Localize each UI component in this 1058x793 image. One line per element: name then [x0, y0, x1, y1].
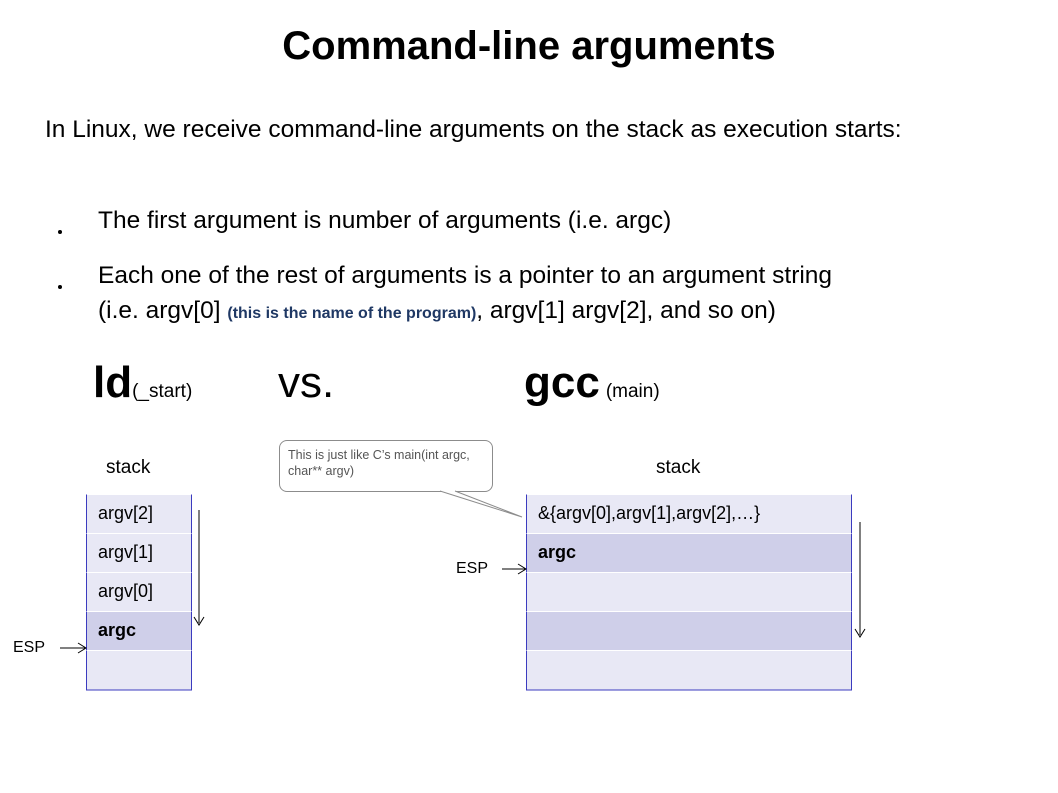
- left-stack: argv[2] argv[1] argv[0] argc: [86, 494, 192, 690]
- intro-text: In Linux, we receive command-line argume…: [45, 116, 902, 143]
- left-stack-cell-argc: argc: [86, 611, 192, 650]
- ld-label: ld: [93, 358, 133, 407]
- left-stack-cell: [86, 650, 192, 690]
- right-stack-cell: [526, 650, 852, 690]
- callout-pointer: [439, 490, 523, 518]
- right-stack-cell: [526, 572, 852, 611]
- bullet-2-line-2: (i.e. argv[0] (this is the name of the p…: [98, 293, 1018, 331]
- left-esp-arrow-right-icon: [60, 642, 87, 654]
- ld-entry-label: (_start): [132, 381, 193, 402]
- gcc-entry-label: (main): [605, 381, 660, 402]
- left-stack-label: stack: [106, 457, 151, 478]
- right-growth-arrow-down-icon: [854, 522, 866, 638]
- ld-heading: ld(_start): [93, 358, 192, 408]
- bullet-dot-1: [58, 230, 62, 234]
- bullet-2-line-1: Each one of the rest of arguments is a p…: [98, 262, 833, 289]
- right-stack: &{argv[0],argv[1],argv[2],…} argc: [526, 494, 852, 690]
- gcc-heading: gcc(main): [524, 358, 660, 408]
- bullet-2: Each one of the rest of arguments is a p…: [98, 258, 1018, 331]
- vs-label: vs.: [278, 358, 335, 407]
- right-stack-cell: [526, 611, 852, 650]
- left-stack-cell: argv[1]: [86, 533, 192, 572]
- bullet-dot-2: [58, 285, 62, 289]
- bullet-2-suffix: , argv[1] argv[2], and so on): [476, 297, 776, 324]
- left-stack-cell: argv[2]: [86, 494, 192, 533]
- right-stack-cell-argc: argc: [526, 533, 852, 572]
- bullet-2-prefix: (i.e. argv[0]: [98, 297, 228, 324]
- right-esp-label: ESP: [456, 560, 489, 577]
- right-esp-arrow-right-icon: [502, 563, 527, 575]
- left-esp-label: ESP: [13, 639, 46, 656]
- program-name-note: (this is the name of the program): [227, 305, 477, 322]
- slide-title: Command-line arguments: [282, 24, 776, 68]
- right-stack-label: stack: [656, 457, 701, 478]
- right-stack-cell-argv-pointer: &{argv[0],argv[1],argv[2],…}: [526, 494, 852, 533]
- bullet-1: The first argument is number of argument…: [98, 207, 672, 234]
- callout-bubble: This is just like C’s main(int argc, cha…: [279, 440, 493, 492]
- left-growth-arrow-down-icon: [193, 510, 205, 626]
- left-stack-cell: argv[0]: [86, 572, 192, 611]
- gcc-label: gcc: [524, 358, 600, 407]
